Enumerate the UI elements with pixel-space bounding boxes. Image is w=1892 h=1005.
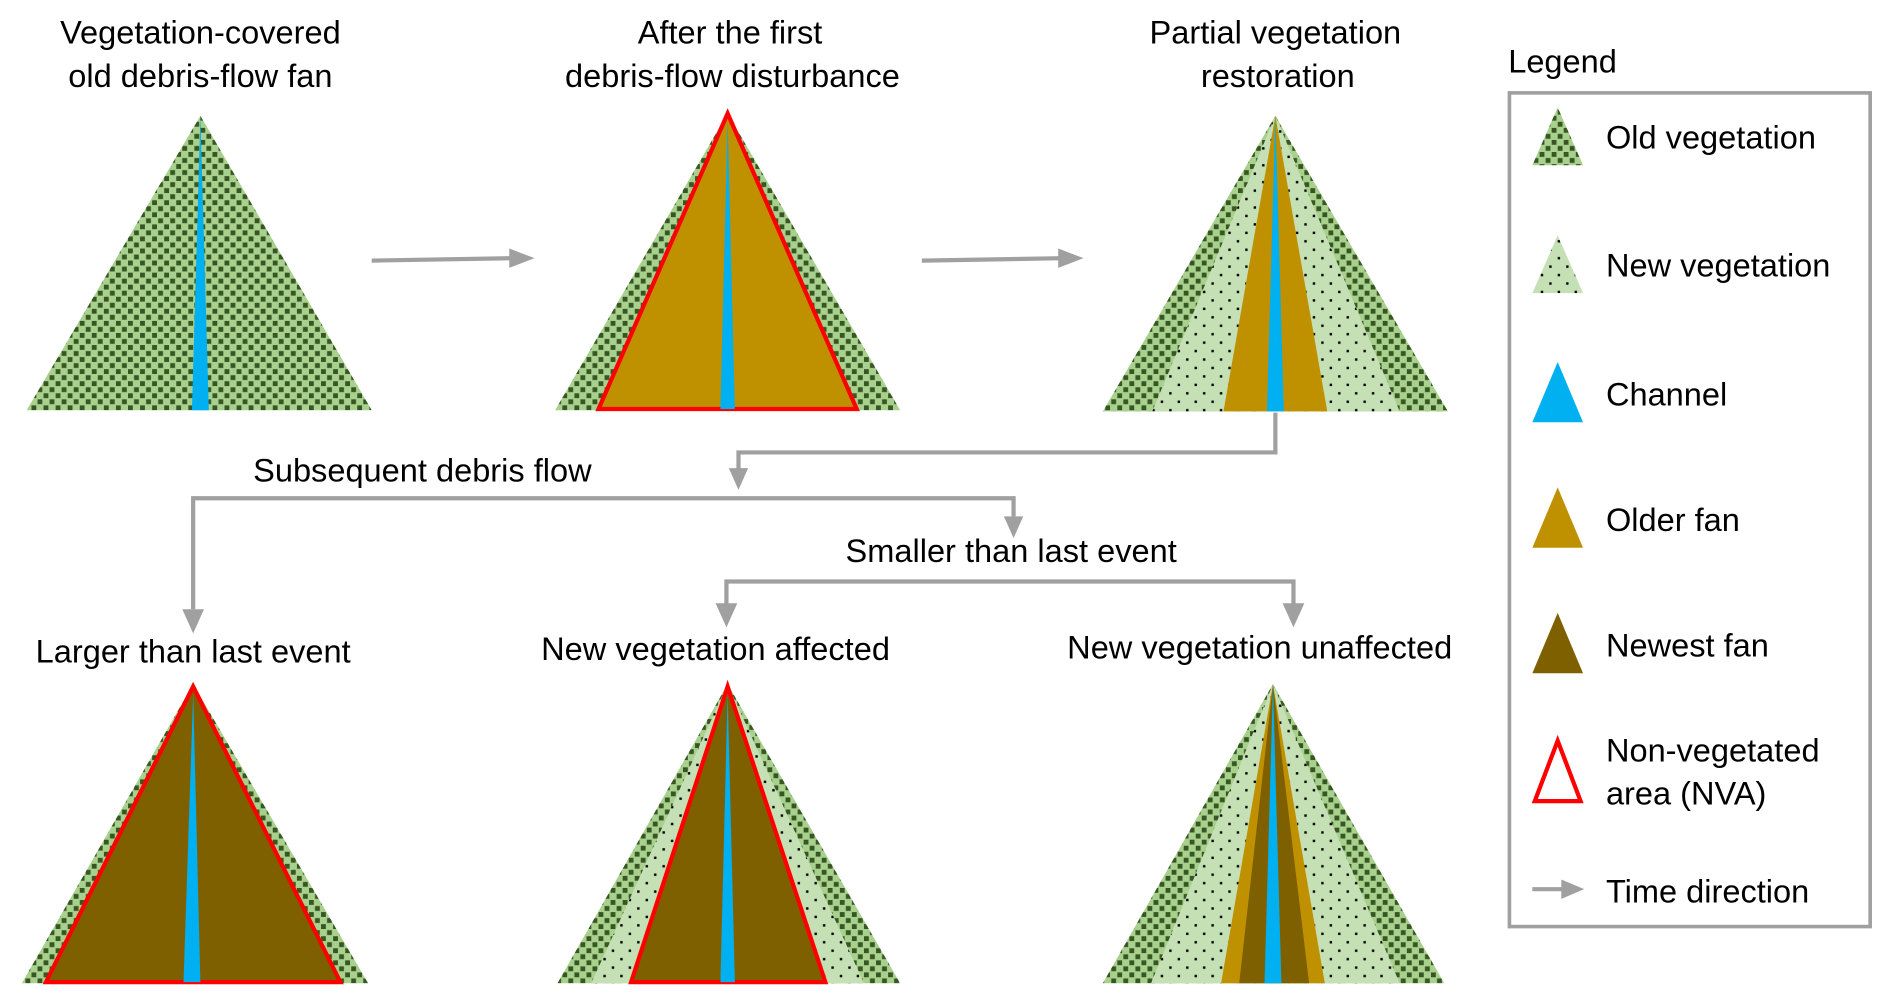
stage1-title-line2: old debris-flow fan (68, 58, 332, 94)
time-direction-arrow-icon (1532, 879, 1585, 899)
legend-channel: Channel (1606, 376, 1727, 412)
old-vegetation-swatch-icon (1532, 107, 1584, 166)
stage5-title: New vegetation affected (541, 631, 890, 667)
branch-subsequent-label: Subsequent debris flow (253, 452, 592, 488)
stage2-title-line1: After the first (638, 14, 823, 50)
stage6-fan (1102, 684, 1445, 984)
stage1-title-line1: Vegetation-covered (60, 14, 341, 50)
connector-subsequent (728, 412, 1278, 490)
legend-nva-line1: Non-vegetated (1606, 732, 1820, 768)
stage5-fan (557, 679, 901, 985)
stage3-fan (1102, 115, 1448, 412)
legend-box (1507, 91, 1872, 929)
legend-older-fan: Older fan (1606, 502, 1740, 538)
nva-swatch-icon (1531, 734, 1584, 804)
stage2-fan (555, 108, 901, 412)
time-arrow-2 (921, 248, 1084, 268)
stage3-title-line1: Partial vegetation (1150, 14, 1402, 50)
newest-fan-swatch-icon (1532, 612, 1584, 674)
channel (191, 115, 209, 411)
branch-smaller-label: Smaller than last event (846, 533, 1177, 569)
stage4-fan (21, 681, 369, 985)
legend-title: Legend (1508, 43, 1617, 79)
stage3-title-line2: restoration (1201, 58, 1355, 94)
legend-new-vegetation: New vegetation (1606, 247, 1830, 283)
stage2-title-line2: debris-flow disturbance (565, 58, 900, 94)
stage1-fan (26, 115, 372, 411)
legend-time-direction: Time direction (1606, 873, 1809, 909)
time-arrow-1 (371, 248, 535, 268)
legend-old-vegetation: Old vegetation (1606, 119, 1816, 155)
connector-split-2 (715, 579, 1305, 628)
older-fan-swatch-icon (1532, 487, 1584, 548)
new-vegetation-swatch-icon (1532, 235, 1584, 294)
connector-split-1 (182, 496, 1024, 634)
stage6-title: New vegetation unaffected (1067, 630, 1452, 666)
stage4-title: Larger than last event (36, 633, 351, 669)
legend-newest-fan: Newest fan (1606, 627, 1769, 663)
channel-swatch-icon (1532, 361, 1584, 423)
legend-nva-line2: area (NVA) (1606, 776, 1766, 812)
